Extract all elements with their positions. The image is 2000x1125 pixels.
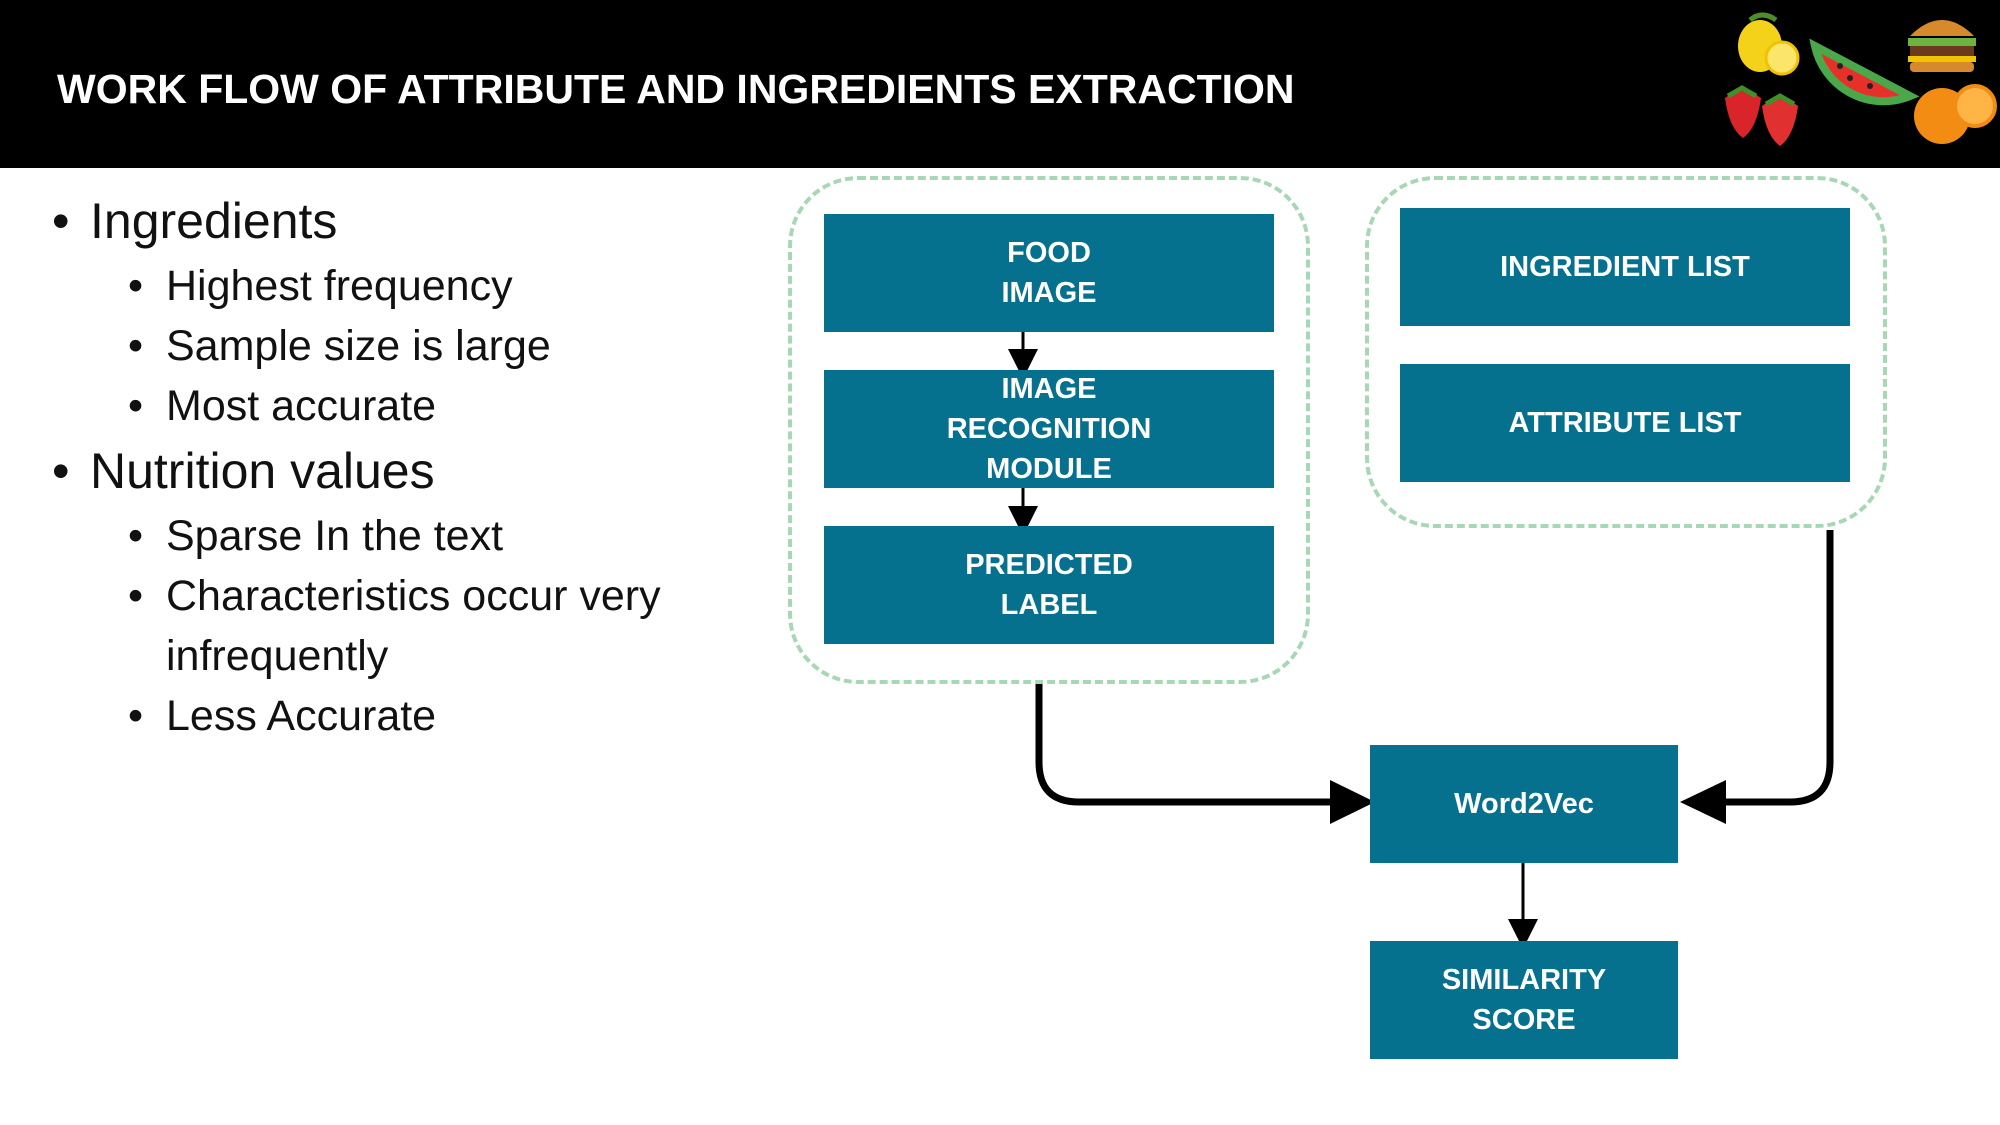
bullet-ingredients: •Ingredients bbox=[52, 193, 338, 249]
arrow-label-to-word2vec bbox=[1035, 684, 1338, 806]
bullet-item: •Characteristics occur very bbox=[128, 572, 661, 620]
bullet-item: •Less Accurate bbox=[128, 692, 437, 740]
lists-group bbox=[1365, 176, 1887, 528]
arrowhead-left-input bbox=[1330, 780, 1375, 824]
bullet-item: •Most accurate bbox=[128, 382, 437, 430]
fruit-illustration bbox=[1725, 12, 1997, 146]
image-pipeline-group bbox=[788, 176, 1310, 684]
predicted-label-box: PREDICTED LABEL bbox=[824, 526, 1274, 644]
bullet-item-continuation: infrequently bbox=[166, 632, 389, 680]
bullet-nutrition: •Nutrition values bbox=[52, 443, 435, 499]
bullet-item: •Sparse In the text bbox=[128, 512, 504, 560]
header-bar: WORK FLOW OF ATTRIBUTE AND INGREDIENTS E… bbox=[0, 0, 2000, 168]
watermelon-icon bbox=[1809, 38, 1920, 106]
image-recognition-box: IMAGE RECOGNITION MODULE bbox=[824, 370, 1274, 488]
strawberry-icon bbox=[1725, 85, 1798, 146]
arrowhead-right-input bbox=[1680, 780, 1726, 824]
word2vec-box: Word2Vec bbox=[1370, 745, 1678, 863]
food-image-box: FOOD IMAGE bbox=[824, 214, 1274, 332]
burger-icon bbox=[1908, 20, 1976, 72]
attribute-list-box: ATTRIBUTE LIST bbox=[1400, 364, 1850, 482]
orange-icon bbox=[1914, 84, 1997, 144]
ingredient-list-box: INGREDIENT LIST bbox=[1400, 208, 1850, 326]
similarity-score-box: SIMILARITY SCORE bbox=[1370, 941, 1678, 1059]
arrow-lists-to-word2vec bbox=[1718, 530, 1834, 806]
bullet-item: •Sample size is large bbox=[128, 322, 551, 370]
lemon-icon bbox=[1738, 12, 1800, 76]
slide-title: WORK FLOW OF ATTRIBUTE AND INGREDIENTS E… bbox=[57, 66, 1295, 112]
bullet-item: •Highest frequency bbox=[128, 262, 513, 310]
